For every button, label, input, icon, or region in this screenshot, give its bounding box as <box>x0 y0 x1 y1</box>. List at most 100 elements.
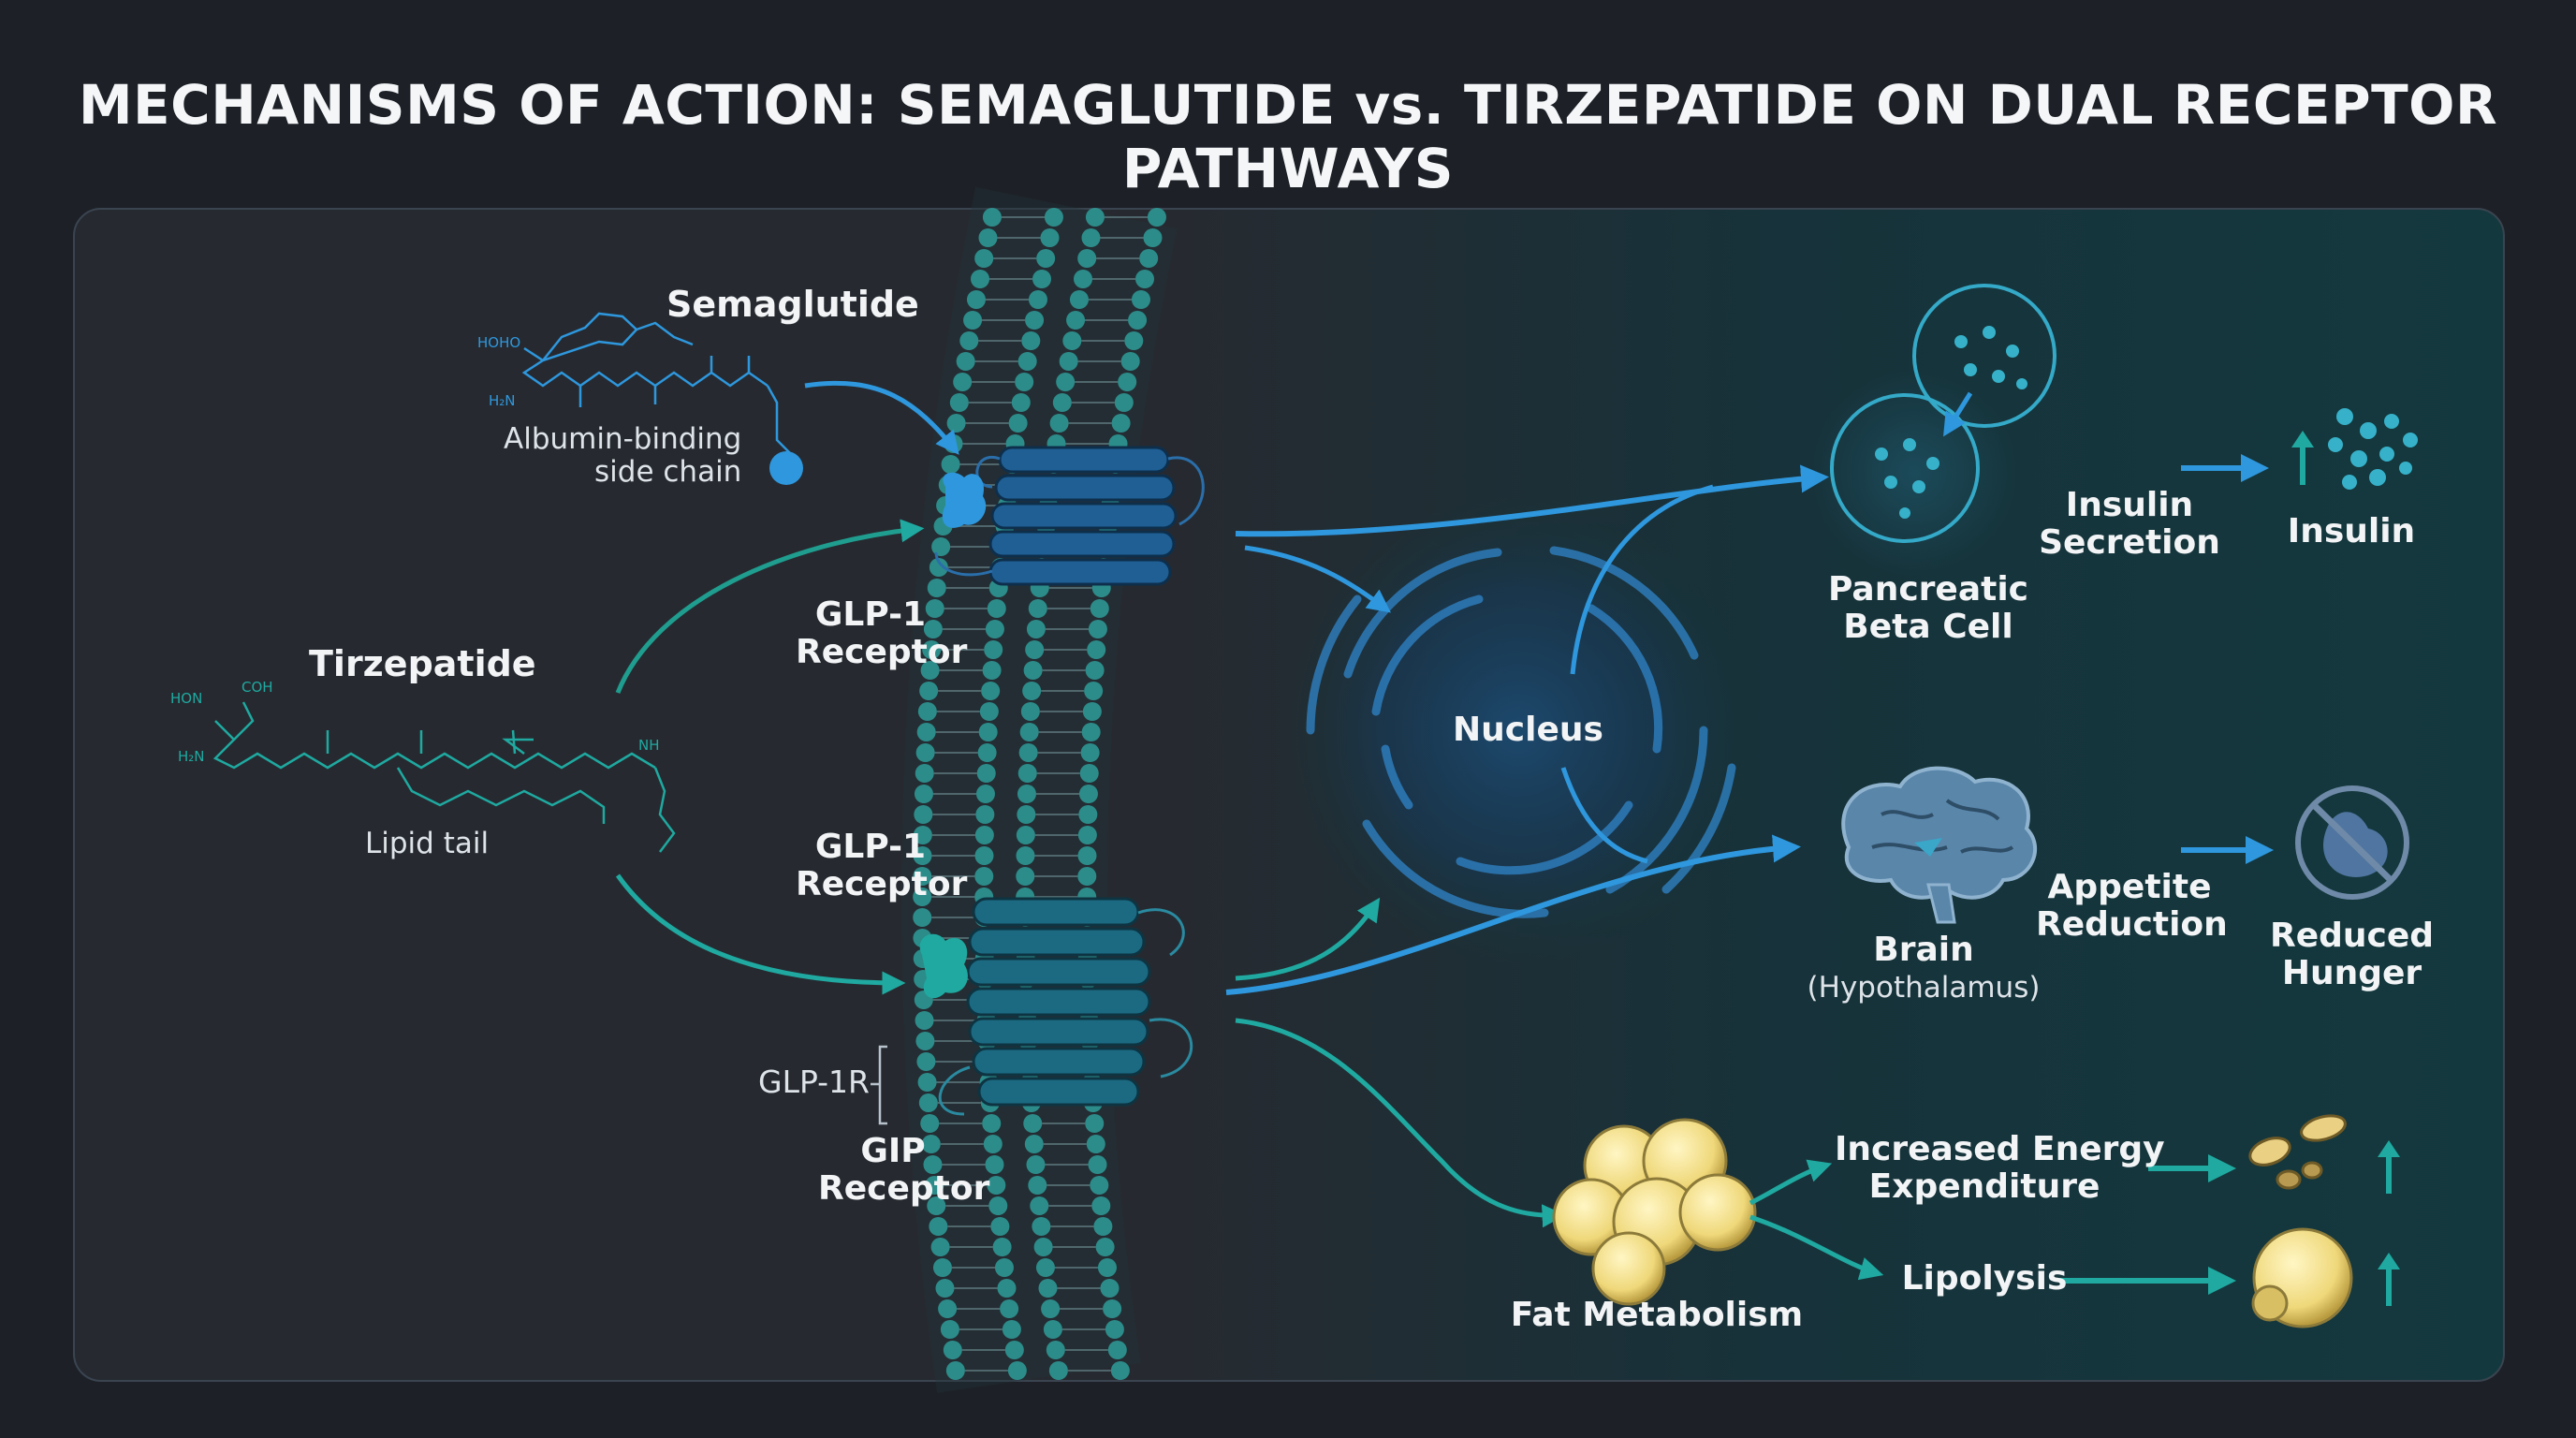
phospholipid-head <box>959 331 979 350</box>
hypothalamus-label: (Hypothalamus) <box>1807 971 2041 1005</box>
phospholipid-head <box>1025 311 1045 330</box>
phospholipid-head <box>1018 743 1038 762</box>
glp1r-label: GLP-1R <box>758 1064 870 1100</box>
phospholipid-head <box>987 1176 1006 1195</box>
phospholipid-head <box>956 352 975 371</box>
phospholipid-head <box>994 1258 1014 1277</box>
phospholipid-head <box>946 414 966 433</box>
phospholipid-head <box>1004 1341 1024 1359</box>
phospholipid-head <box>1028 599 1047 618</box>
phospholipid-head <box>985 620 1004 638</box>
diagram-panel <box>73 208 2505 1382</box>
phospholipid-head <box>1023 661 1043 680</box>
phospholipid-head <box>931 537 951 556</box>
lipid-droplet-icon <box>2251 1227 2353 1328</box>
phospholipid-head <box>979 702 999 721</box>
nucleus-to-pancreas-arrow <box>1570 484 1714 675</box>
phospholipid-head <box>1011 393 1031 412</box>
arrow-up-icon <box>2378 1253 2400 1306</box>
phospholipid-head <box>1088 1155 1107 1174</box>
phospholipid-head <box>1040 228 1060 247</box>
phospholipid-head <box>1022 682 1042 700</box>
phospholipid-head <box>920 1114 940 1133</box>
phospholipid-head <box>997 1279 1017 1298</box>
phospholipid-head <box>982 1114 1002 1133</box>
phospholipid-head <box>1036 249 1056 268</box>
phospholipid-head <box>1016 826 1035 844</box>
reduced-hunger-label: Reduced Hunger <box>2269 917 2435 993</box>
phospholipid-head <box>1025 640 1045 659</box>
phospholipid-head <box>1017 805 1036 824</box>
phospholipid-head <box>1079 764 1099 783</box>
phospholipid-head <box>1124 331 1144 350</box>
albumin-binding-label: Albumin-binding side chain <box>504 422 742 489</box>
phospholipid-head <box>915 1032 935 1050</box>
phospholipid-head <box>974 249 994 268</box>
phospholipid-head <box>923 620 943 638</box>
phospholipid-head <box>1118 373 1137 391</box>
phospholipid-head <box>1015 373 1034 391</box>
energy-particles-icon <box>2248 1114 2347 1190</box>
phospholipid-head <box>1093 1217 1113 1236</box>
phospholipid-head <box>975 785 995 803</box>
phospholipid-head <box>1085 661 1105 680</box>
phospholipid-head <box>1088 620 1107 638</box>
phospholipid-head <box>976 764 996 783</box>
receptor-to-nucleus-arrow <box>1244 545 1392 613</box>
phospholipid-head <box>1007 1361 1027 1380</box>
phospholipid-head <box>992 1238 1012 1256</box>
phospholipid-head <box>925 599 944 618</box>
phospholipid-head <box>1090 1176 1109 1195</box>
phospholipid-head <box>1026 620 1046 638</box>
phospholipid-head <box>1085 208 1105 227</box>
phospholipid-head <box>918 1093 938 1112</box>
phospholipid-head <box>1038 1279 1058 1298</box>
phospholipid-head <box>1120 352 1140 371</box>
phospholipid-head <box>923 1155 943 1174</box>
phospholipid-head <box>913 826 932 844</box>
phospholipid-head <box>1128 311 1148 330</box>
phospholipid-head <box>1046 1341 1065 1359</box>
phospholipid-head <box>1077 249 1097 268</box>
semaglutide-chem-label: H₂N <box>489 392 516 409</box>
phospholipid-head <box>1086 1135 1105 1153</box>
phospholipid-head <box>920 661 940 680</box>
phospholipid-head <box>971 270 990 288</box>
glp1-receptor-lower-label: GLP-1 Receptor <box>796 828 968 904</box>
tirzepatide-to-glp1-arrow <box>615 519 925 694</box>
phospholipid-head <box>1100 1279 1120 1298</box>
phospholipid-head <box>1074 270 1093 288</box>
phospholipid-head <box>1084 682 1104 700</box>
fat-cells-icon <box>1552 1118 1757 1306</box>
phospholipid-head <box>1032 270 1052 288</box>
insulin-label: Insulin <box>2287 512 2416 550</box>
semaglutide-to-receptor-arrow <box>804 380 959 455</box>
phospholipid-head <box>915 764 934 783</box>
phospholipid-head <box>943 1341 962 1359</box>
phospholipid-head <box>1023 1114 1043 1133</box>
phospholipid-head <box>1114 393 1134 412</box>
phospholipid-head <box>916 723 936 741</box>
phospholipid-head <box>1097 1258 1117 1277</box>
brain-icon <box>1841 766 2038 924</box>
phospholipid-head <box>913 888 932 906</box>
phospholipid-head <box>974 826 994 844</box>
phospholipid-head <box>978 723 998 741</box>
phospholipid-head <box>1077 826 1097 844</box>
phospholipid-head <box>974 846 994 865</box>
phospholipid-head <box>913 867 932 886</box>
semaglutide-chem-label: HOHO <box>477 334 521 351</box>
lipid-tail-label: Lipid tail <box>365 827 490 860</box>
phospholipid-head <box>953 373 973 391</box>
phospholipid-head <box>1044 208 1063 227</box>
phospholipid-head <box>1110 1361 1130 1380</box>
pancreatic-beta-cell-icon <box>1811 284 2056 576</box>
glp1-receptor-upper-label: GLP-1 Receptor <box>796 595 968 672</box>
phospholipid-head <box>1077 867 1097 886</box>
phospholipid-head <box>985 1155 1004 1174</box>
phospholipid-head <box>1111 414 1131 433</box>
phospholipid-head <box>1080 743 1100 762</box>
nucleus-icon <box>1284 496 1752 964</box>
tirzepatide-chem-label: H₂N <box>178 748 205 765</box>
